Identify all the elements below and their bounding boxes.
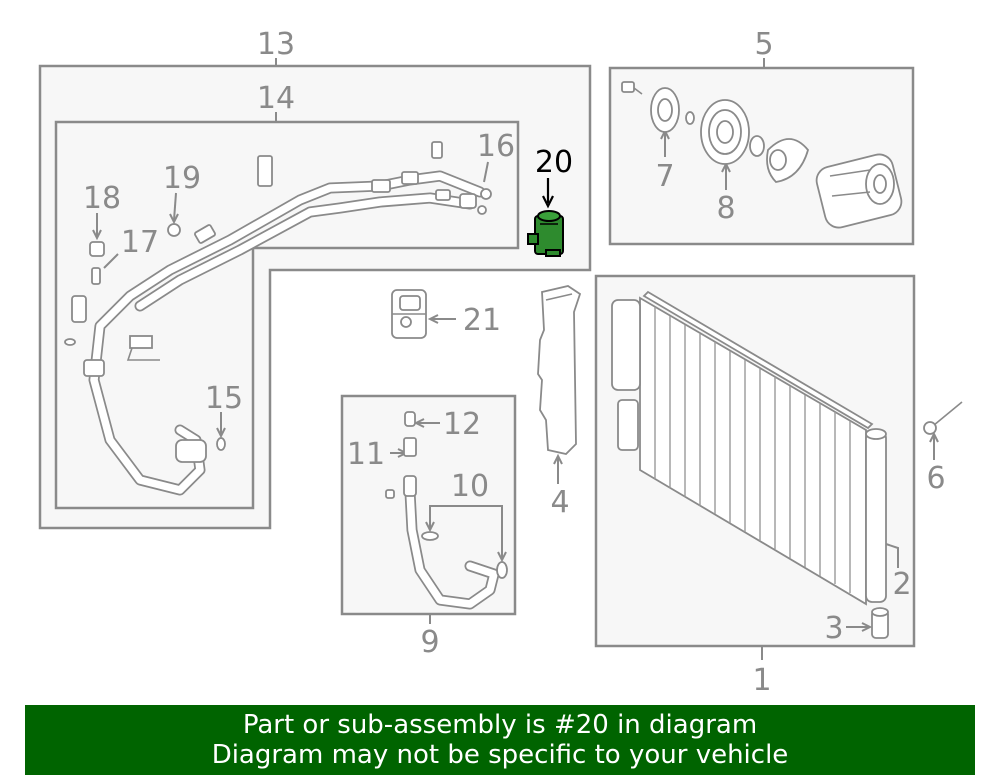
callout-2: 2 <box>892 567 911 602</box>
parts-diagram: 13 14 5 16 19 18 17 15 20 21 7 8 12 11 1… <box>38 27 963 698</box>
callout-3: 3 <box>824 611 843 646</box>
callout-4: 4 <box>550 485 569 520</box>
callout-11: 11 <box>347 437 385 472</box>
condenser-group-1 <box>611 290 963 639</box>
callout-5: 5 <box>754 27 773 62</box>
part-21-block <box>391 289 427 339</box>
drier-hose-group-9 <box>385 411 508 610</box>
callout-20: 20 <box>535 145 573 180</box>
info-banner: Part or sub-assembly is #20 in diagram D… <box>25 705 975 775</box>
callout-9: 9 <box>420 625 439 660</box>
callout-21: 21 <box>463 303 501 338</box>
callout-8: 8 <box>716 191 735 226</box>
callout-10: 10 <box>451 469 489 504</box>
banner-line-2: Diagram may not be specific to your vehi… <box>211 740 789 770</box>
banner-line-1: Part or sub-assembly is #20 in diagram <box>242 710 758 740</box>
callout-16: 16 <box>477 129 515 164</box>
callout-6: 6 <box>926 461 945 496</box>
callout-19: 19 <box>163 161 201 196</box>
compressor-parts-group-5 <box>621 81 903 229</box>
part-4-seal <box>537 285 582 455</box>
callout-14: 14 <box>257 81 295 116</box>
callout-7: 7 <box>655 159 674 194</box>
hose-assembly-14 <box>64 141 492 496</box>
callout-18: 18 <box>83 181 121 216</box>
part-20-highlighted <box>527 210 564 257</box>
callout-15: 15 <box>205 381 243 416</box>
callout-13: 13 <box>257 27 295 62</box>
callout-17: 17 <box>121 225 159 260</box>
callout-1: 1 <box>752 663 771 698</box>
callout-12: 12 <box>443 407 481 442</box>
